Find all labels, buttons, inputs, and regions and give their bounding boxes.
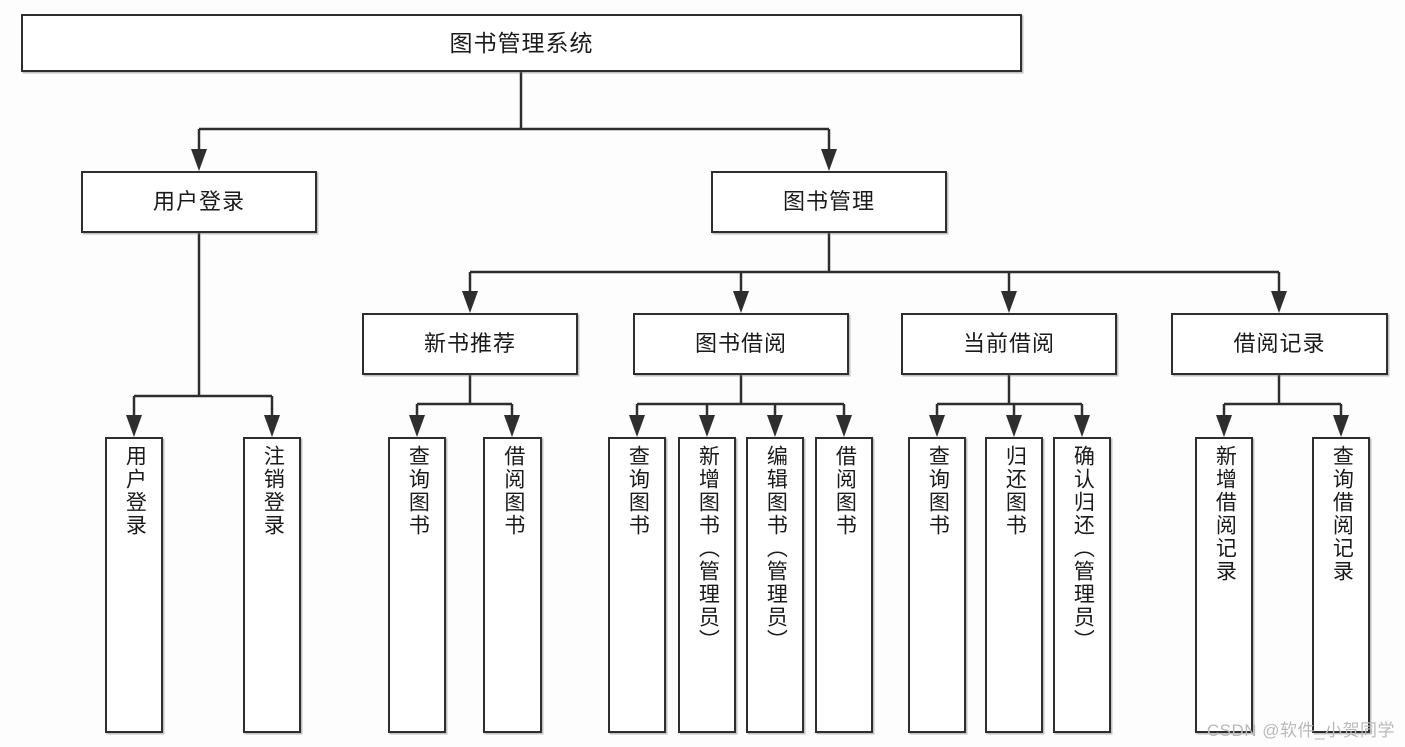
connector-arrowhead-new-book-rec-bus — [504, 415, 520, 437]
node-label: 借阅图书 — [501, 445, 525, 537]
node-leaf-rec-borrow[interactable]: 借阅图书 — [483, 437, 542, 733]
connector-arrowhead-record-bus — [1216, 415, 1232, 437]
node-root[interactable]: 图书管理系统 — [21, 14, 1022, 72]
node-label: 编辑图书（管理员） — [764, 445, 788, 652]
connector-arrowhead-book-borrow-bus — [836, 415, 852, 437]
node-leaf-rec-add[interactable]: 新增借阅记录 — [1195, 437, 1253, 733]
connector-arrowhead-new-book-rec-bus — [409, 415, 425, 437]
node-label: 图书管理系统 — [449, 29, 594, 56]
connector-arrowhead-book-borrow-bus — [699, 415, 715, 437]
connector-arrowhead-root-bus — [191, 149, 207, 171]
node-label: 新增图书（管理员） — [696, 445, 720, 652]
connector-arrowhead-book-manage-bus — [1271, 291, 1287, 313]
connector-arrowhead-current-bus — [1006, 415, 1022, 437]
connector-arrowhead-record-bus — [1333, 415, 1349, 437]
node-user-login[interactable]: 用户登录 — [81, 171, 317, 233]
node-book-borrow[interactable]: 图书借阅 — [633, 313, 849, 375]
node-leaf-user-logout[interactable]: 注销登录 — [243, 437, 301, 733]
node-label: 查询图书 — [926, 445, 950, 537]
node-new-book-rec[interactable]: 新书推荐 — [362, 313, 578, 375]
node-leaf-borrow-edit[interactable]: 编辑图书（管理员） — [746, 437, 804, 733]
connector-arrowhead-book-borrow-bus — [767, 415, 783, 437]
node-leaf-cur-return[interactable]: 归还图书 — [985, 437, 1043, 733]
node-label: 新增借阅记录 — [1213, 445, 1237, 583]
node-leaf-user-login[interactable]: 用户登录 — [105, 437, 163, 733]
node-label: 当前借阅 — [962, 331, 1055, 357]
connector-arrowhead-user-login-bus — [264, 415, 280, 437]
node-leaf-borrow-query[interactable]: 查询图书 — [608, 437, 666, 733]
connector-arrowhead-root-bus — [821, 149, 837, 171]
node-borrow-record[interactable]: 借阅记录 — [1171, 313, 1388, 375]
connector-arrowhead-current-bus — [1074, 415, 1090, 437]
node-label: 图书借阅 — [694, 331, 787, 357]
node-label: 确认归还（管理员） — [1071, 445, 1095, 652]
connector-arrowhead-book-borrow-bus — [629, 415, 645, 437]
node-leaf-borrow-lend[interactable]: 借阅图书 — [815, 437, 873, 733]
node-leaf-rec-query[interactable]: 查询图书 — [388, 437, 446, 733]
connector-arrowhead-user-login-bus — [126, 415, 142, 437]
node-label: 用户登录 — [152, 189, 245, 215]
node-leaf-cur-confirm[interactable]: 确认归还（管理员） — [1053, 437, 1111, 733]
node-current-borrow[interactable]: 当前借阅 — [901, 313, 1117, 375]
node-label: 图书管理 — [782, 189, 875, 215]
node-label: 查询图书 — [406, 445, 430, 537]
node-label: 归还图书 — [1003, 445, 1027, 537]
connector-arrowhead-book-manage-bus — [1001, 291, 1017, 313]
node-book-manage[interactable]: 图书管理 — [711, 171, 947, 233]
node-label: 查询借阅记录 — [1330, 445, 1354, 583]
node-leaf-rec-search[interactable]: 查询借阅记录 — [1312, 437, 1370, 733]
node-label: 借阅记录 — [1233, 331, 1326, 357]
node-label: 注销登录 — [261, 445, 285, 537]
node-label: 新书推荐 — [423, 331, 516, 357]
node-label: 借阅图书 — [833, 445, 857, 537]
connector-arrowhead-book-manage-bus — [462, 291, 478, 313]
node-label: 用户登录 — [123, 445, 147, 537]
node-label: 查询图书 — [626, 445, 650, 537]
node-leaf-borrow-add[interactable]: 新增图书（管理员） — [678, 437, 736, 733]
connector-arrowhead-book-manage-bus — [733, 291, 749, 313]
node-leaf-cur-query[interactable]: 查询图书 — [908, 437, 966, 733]
connector-arrowhead-current-bus — [929, 415, 945, 437]
watermark: CSDN @软件_小贺同学 — [1206, 721, 1395, 740]
